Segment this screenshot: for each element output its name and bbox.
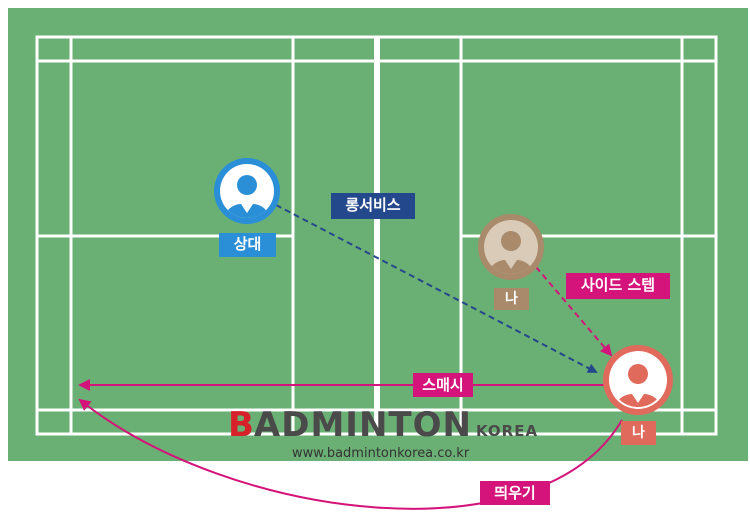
long-service-badge	[331, 193, 415, 219]
long-service-path	[275, 204, 598, 373]
side-step-badge	[566, 273, 670, 299]
watermark-url: www.badmintonkorea.co.kr	[292, 446, 470, 461]
lift-label: 띄우기	[494, 484, 536, 502]
logo-korea: KOREA	[475, 422, 539, 440]
smash-badge	[413, 373, 473, 397]
me-label: 나	[632, 425, 645, 441]
me-player-icon	[603, 345, 673, 415]
lift-badge	[480, 481, 550, 505]
side-step-label: 사이드 스텝	[580, 276, 656, 294]
me-initial-player-icon	[478, 214, 544, 280]
me-initial-label-badge	[494, 288, 529, 310]
smash-label: 스매시	[422, 376, 464, 394]
me-label-badge	[621, 421, 656, 445]
opponent-label: 상대	[233, 235, 262, 253]
opponent-player-icon	[214, 158, 280, 224]
long-service-label: 롱서비스	[345, 196, 401, 214]
lift-path	[78, 398, 623, 510]
logo-first-letter: B	[228, 405, 254, 445]
me-initial-label: 나	[505, 291, 518, 307]
logo-text: ADMINTON	[253, 405, 472, 445]
opponent-label-badge	[219, 233, 276, 257]
